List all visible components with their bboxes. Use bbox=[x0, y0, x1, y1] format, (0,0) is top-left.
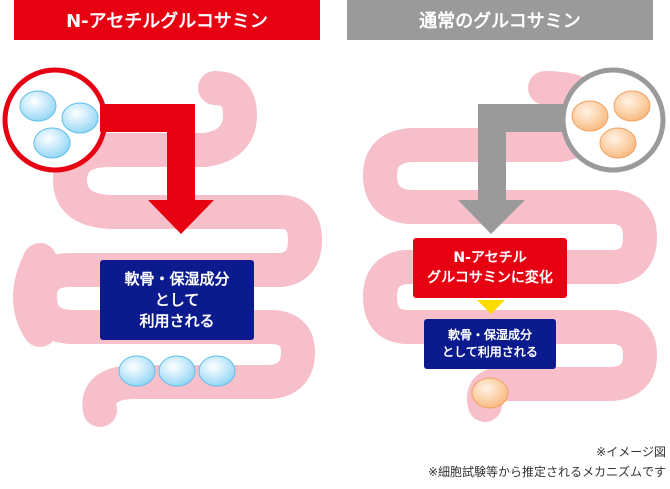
left-ball bbox=[33, 127, 71, 159]
right-usage-line-2: として利用される bbox=[442, 345, 538, 359]
right-convert-box: N-アセチル グルコサミンに変化 bbox=[413, 238, 567, 298]
left-usage-line-1: 軟骨・保湿成分 bbox=[124, 269, 230, 288]
left-absorbed-ball bbox=[158, 355, 196, 387]
right-convert-line-1: N-アセチル bbox=[453, 250, 527, 266]
right-header: 通常のグルコサミン bbox=[347, 0, 653, 40]
left-usage-line-3: 利用される bbox=[139, 311, 215, 330]
left-arrow bbox=[100, 104, 214, 234]
left-header: N-アセチルグルコサミン bbox=[14, 0, 320, 40]
right-arrow bbox=[458, 104, 564, 234]
left-ball bbox=[19, 90, 57, 122]
right-absorbed-ball bbox=[471, 377, 509, 409]
right-ball bbox=[599, 127, 637, 159]
left-usage-line-2: として bbox=[154, 290, 200, 309]
right-ball bbox=[571, 100, 609, 132]
left-absorbed-ball bbox=[198, 355, 236, 387]
note-mechanism: ※細胞試験等から推定されるメカニズムです bbox=[427, 465, 666, 479]
left-ball bbox=[61, 102, 99, 134]
note-image: ※イメージ図 bbox=[596, 445, 666, 459]
right-intestine bbox=[363, 71, 657, 422]
left-intestine bbox=[13, 71, 322, 427]
right-usage-line-1: 軟骨・保湿成分 bbox=[447, 328, 532, 342]
left-absorbed-ball bbox=[118, 355, 156, 387]
right-usage-box: 軟骨・保湿成分 として利用される bbox=[424, 319, 556, 369]
left-usage-box: 軟骨・保湿成分 として 利用される bbox=[100, 260, 254, 340]
right-yellow-arrow bbox=[477, 300, 505, 314]
right-ball bbox=[613, 90, 651, 122]
right-convert-line-2: グルコサミンに変化 bbox=[427, 270, 553, 286]
